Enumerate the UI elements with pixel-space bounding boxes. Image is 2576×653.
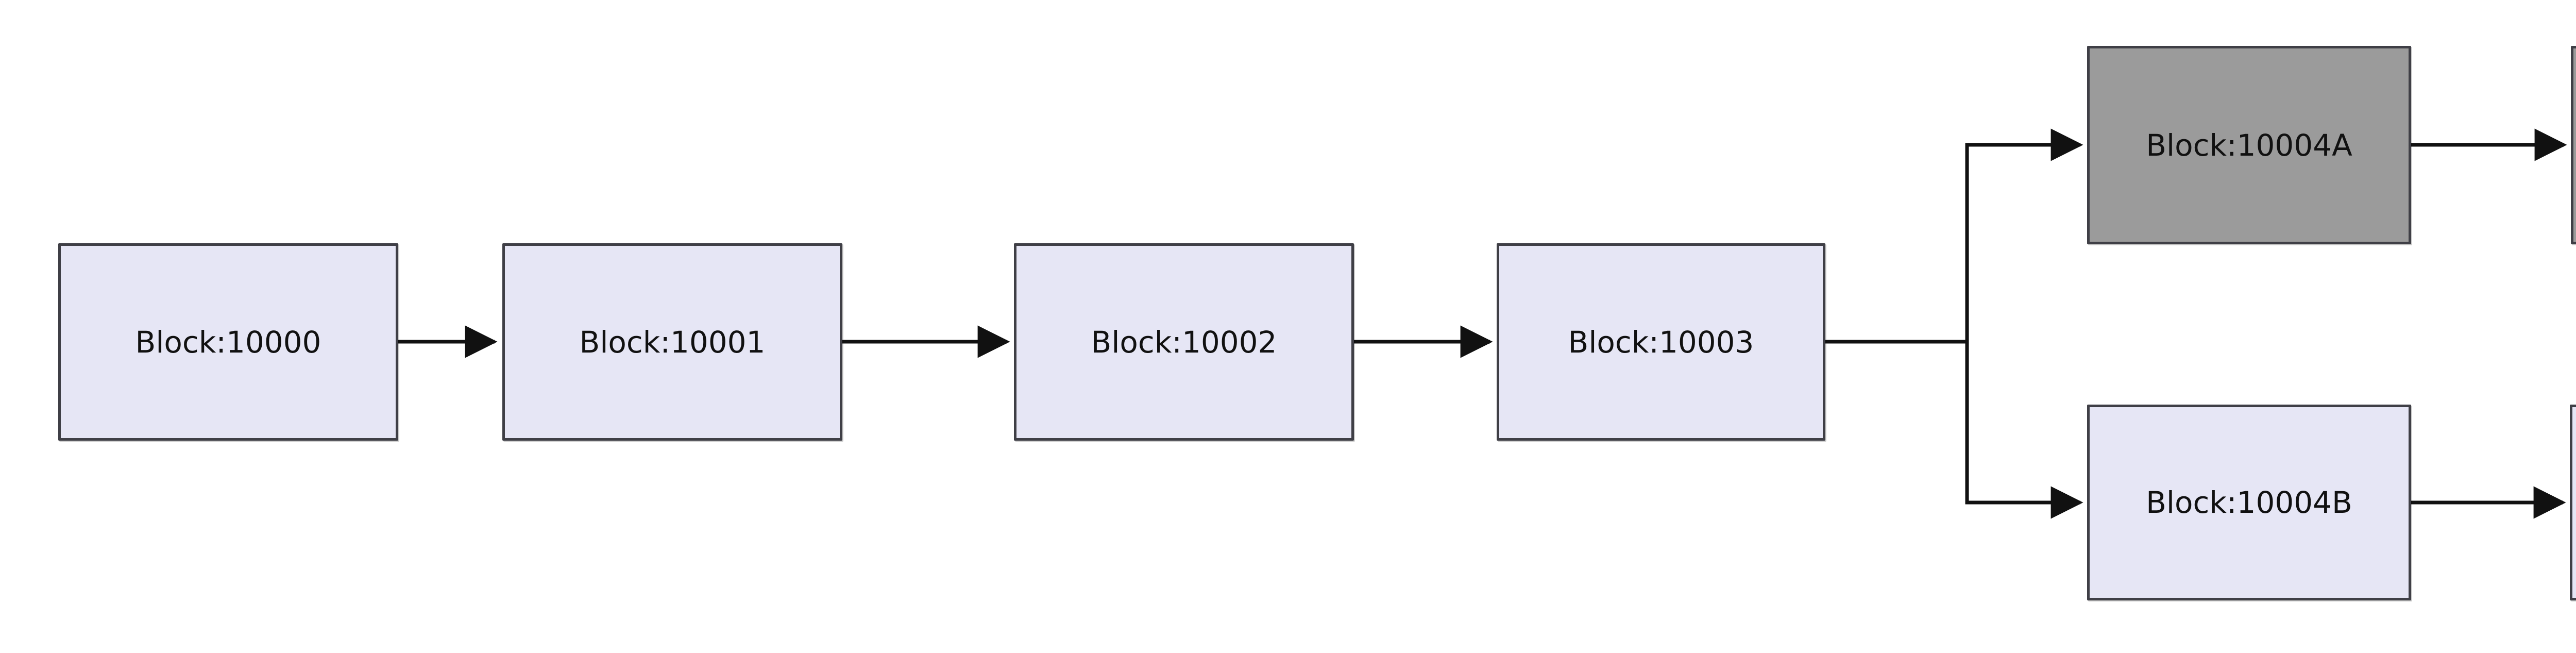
block-node-10004B[interactable]: Block:10004B [2087, 405, 2411, 600]
block-node-10001[interactable]: Block:10001 [502, 243, 842, 441]
block-node-10002[interactable]: Block:10002 [1014, 243, 1354, 441]
block-label: Block:10000 [135, 324, 321, 360]
block-label: Block:10004A [2146, 127, 2352, 163]
block-node-10000[interactable]: Block:10000 [58, 243, 398, 441]
block-label: Block:10001 [579, 324, 766, 360]
block-node-10005B[interactable]: Block:10005B [2570, 405, 2576, 600]
edge-10003-10004A [1965, 128, 2083, 342]
block-label: Block:10004B [2146, 485, 2352, 520]
block-node-10004A[interactable]: Block:10004A [2087, 46, 2411, 244]
block-label: Block:10002 [1091, 324, 1277, 360]
block-node-10003[interactable]: Block:10003 [1497, 243, 1825, 441]
block-label: Block:10003 [1568, 324, 1754, 360]
block-node-10005A[interactable]: Block:10005A [2571, 46, 2576, 244]
edge-10003-10004B [1965, 342, 2083, 519]
